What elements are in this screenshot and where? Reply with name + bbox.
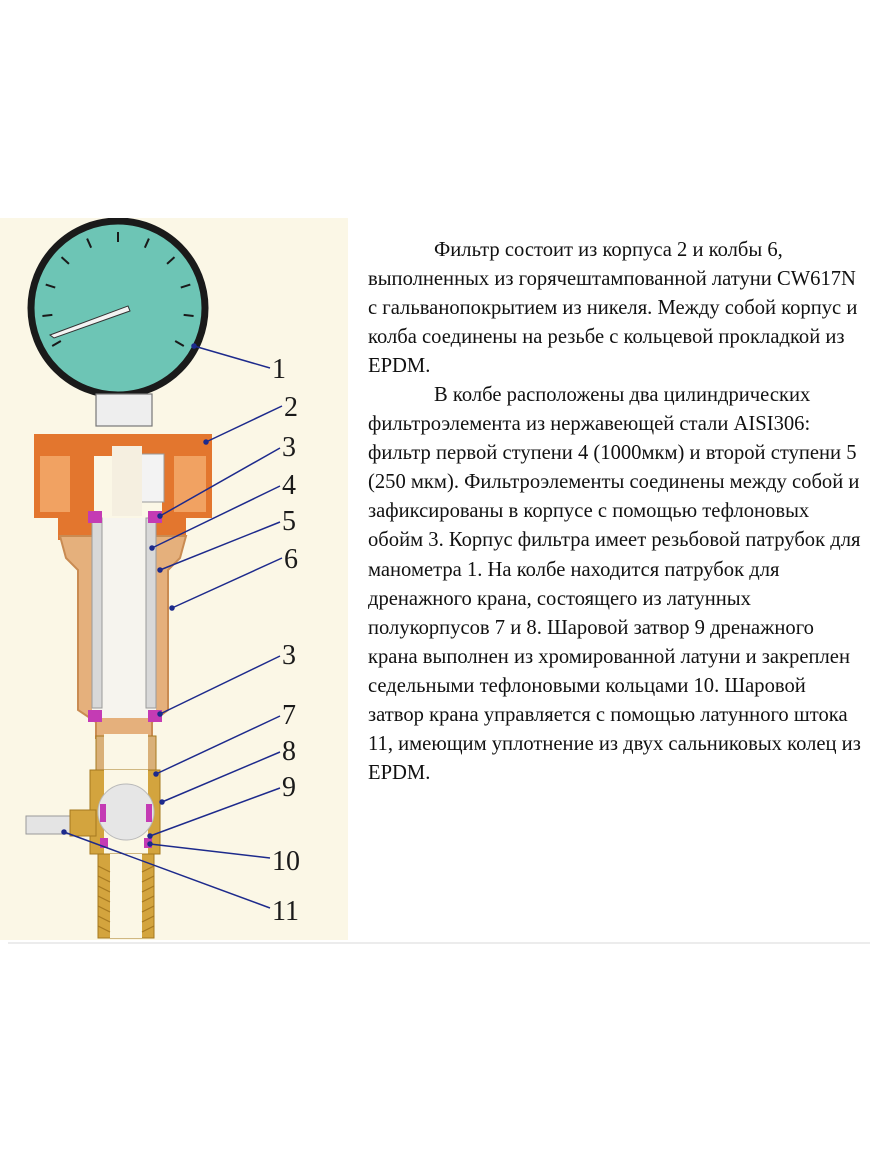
nozzle-rib bbox=[141, 895, 155, 903]
valve-seat-left bbox=[100, 804, 106, 822]
gauge-connector bbox=[95, 393, 153, 427]
gauge-tick bbox=[180, 283, 191, 289]
gasket-top-left bbox=[88, 511, 102, 523]
gasket-bottom-left bbox=[88, 710, 102, 722]
callout-leader-dot-c2 bbox=[203, 439, 209, 445]
filter-bowl bbox=[58, 518, 188, 739]
gauge-tick bbox=[143, 238, 150, 249]
gauge-tick bbox=[174, 340, 185, 347]
nozzle-rib bbox=[141, 865, 155, 873]
gauge-tick bbox=[86, 238, 93, 249]
callout-leader-dot-c1 bbox=[191, 343, 197, 349]
callout-label-c2: 2 bbox=[284, 392, 298, 423]
nozzle-rib bbox=[141, 925, 155, 933]
callout-leader-c1 bbox=[193, 345, 271, 369]
callout-label-c1: 1 bbox=[272, 354, 286, 385]
callout-leader-c7 bbox=[155, 715, 281, 775]
callout-leader-c4 bbox=[151, 485, 281, 549]
bottom-divider bbox=[8, 942, 870, 944]
callout-label-c3a: 3 bbox=[282, 432, 296, 463]
callout-label-c3b: 3 bbox=[282, 640, 296, 671]
nozzle-rib bbox=[141, 885, 155, 893]
callout-leader-dot-c10 bbox=[147, 841, 153, 847]
callout-label-c7: 7 bbox=[282, 700, 296, 731]
callout-label-c4: 4 bbox=[282, 470, 296, 501]
valve-stem bbox=[69, 809, 97, 837]
callout-leader-dot-c8 bbox=[159, 799, 165, 805]
gauge-needle bbox=[48, 305, 131, 339]
nozzle-rib bbox=[97, 875, 111, 883]
nozzle-rib bbox=[97, 905, 111, 913]
gauge-dial bbox=[27, 218, 209, 399]
callout-leader-dot-c3a bbox=[157, 513, 163, 519]
filter-housing bbox=[34, 434, 212, 540]
callout-label-c10: 10 bbox=[272, 846, 300, 877]
gauge-tick bbox=[60, 256, 70, 265]
callout-label-c9: 9 bbox=[282, 772, 296, 803]
filter-elements bbox=[88, 511, 162, 722]
nozzle-rib bbox=[97, 925, 111, 933]
pressure-gauge bbox=[27, 218, 209, 427]
gauge-tick bbox=[51, 340, 62, 347]
gauge-tick bbox=[42, 313, 53, 317]
callout-label-c8: 8 bbox=[282, 736, 296, 767]
nozzle-rib bbox=[141, 905, 155, 913]
nozzle-rib bbox=[97, 895, 111, 903]
description-paragraph-1: Фильтр состоит из корпуса 2 и колбы 6, в… bbox=[368, 239, 858, 378]
nozzle-rib bbox=[141, 875, 155, 883]
callout-leader-dot-c5 bbox=[157, 567, 163, 573]
nozzle-rib bbox=[97, 885, 111, 893]
callout-leader-c10 bbox=[149, 843, 271, 859]
callout-label-c5: 5 bbox=[282, 506, 296, 537]
valve-seat-right bbox=[146, 804, 152, 822]
callout-leader-c5 bbox=[159, 521, 281, 571]
nozzle-rib bbox=[141, 915, 155, 923]
valve-ball bbox=[97, 783, 155, 841]
callout-leader-dot-c9 bbox=[147, 833, 153, 839]
filter-element-left bbox=[91, 517, 103, 709]
nozzle-rib bbox=[97, 915, 111, 923]
callout-leader-c2 bbox=[205, 405, 283, 443]
gauge-tick bbox=[183, 313, 194, 317]
callout-leader-dot-c11 bbox=[61, 829, 67, 835]
gauge-ticks bbox=[42, 232, 194, 347]
callout-leader-dot-c3b bbox=[157, 711, 163, 717]
drain-nozzle-ribs bbox=[97, 865, 155, 933]
callout-leaders bbox=[61, 343, 283, 909]
callout-leader-c3a bbox=[159, 447, 281, 517]
filter-cross-section-diagram: 1 2 3 4 5 6 3 7 8 9 10 11 bbox=[25, 218, 300, 939]
callout-leader-c11 bbox=[63, 831, 271, 909]
filter-cross-section-panel: 1 2 3 4 5 6 3 7 8 9 10 11 bbox=[0, 218, 348, 940]
gauge-tick bbox=[45, 283, 56, 289]
callout-leader-dot-c6 bbox=[169, 605, 175, 611]
callout-labels: 1 2 3 4 5 6 3 7 8 9 10 11 bbox=[272, 354, 300, 927]
callout-leader-dot-c4 bbox=[149, 545, 155, 551]
filter-description: Фильтр состоит из корпуса 2 и колбы 6, в… bbox=[368, 236, 864, 788]
callout-leader-c8 bbox=[161, 751, 281, 803]
gauge-tick bbox=[166, 256, 176, 265]
nozzle-rib bbox=[97, 865, 111, 873]
drain-valve bbox=[25, 734, 161, 939]
callout-label-c11: 11 bbox=[272, 896, 299, 927]
callout-label-c6: 6 bbox=[284, 544, 298, 575]
description-paragraph-2: В колбе расположены два цилиндрических ф… bbox=[368, 384, 861, 784]
callout-leader-c9 bbox=[149, 787, 281, 837]
callout-leader-c3b bbox=[159, 655, 281, 715]
callout-leader-c6 bbox=[171, 557, 283, 609]
callout-leader-dot-c7 bbox=[153, 771, 159, 777]
